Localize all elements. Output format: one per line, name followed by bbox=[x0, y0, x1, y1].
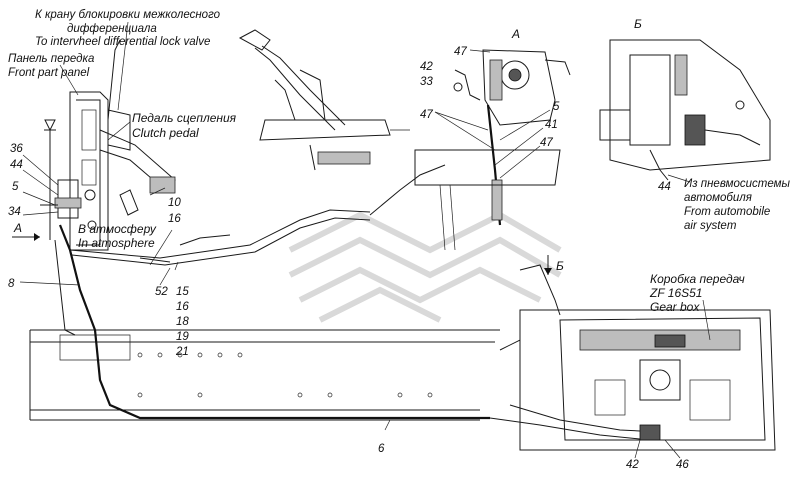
label-arrow-b: Б bbox=[556, 259, 564, 273]
callout-41: 41 bbox=[545, 119, 558, 131]
callout-5: 5 bbox=[12, 181, 19, 193]
label-air-system-ru-2: автомобиля bbox=[684, 192, 752, 204]
callout-44: 44 bbox=[10, 159, 23, 171]
callout-16b: 16 bbox=[176, 301, 189, 313]
label-clutch-ru: Педаль сцепления bbox=[132, 111, 237, 125]
label-atmosphere-en: In atmosphere bbox=[78, 236, 155, 250]
front-panel-assembly bbox=[40, 91, 176, 251]
watermark-logo bbox=[288, 211, 562, 323]
callout-42a: 42 bbox=[420, 61, 433, 73]
callout-6: 6 bbox=[378, 443, 385, 455]
label-diff-lock-en: To intervheel differential lock valve bbox=[35, 36, 210, 48]
label-gearbox-ru: Коробка передач bbox=[650, 272, 745, 286]
view-a-assembly bbox=[414, 49, 571, 251]
label-air-system-ru-1: Из пневмосистемы bbox=[684, 178, 790, 190]
callout-42b: 42 bbox=[626, 459, 639, 471]
label-gearbox-model: ZF 16S51 bbox=[649, 286, 702, 300]
label-diff-lock-ru-2: дифференциала bbox=[67, 23, 157, 35]
callout-19: 19 bbox=[176, 331, 189, 343]
callout-10: 10 bbox=[168, 197, 181, 209]
label-atmosphere-ru: В атмосферу bbox=[78, 222, 157, 236]
callout-21: 21 bbox=[175, 346, 189, 358]
label-front-panel-ru: Панель передка bbox=[8, 53, 94, 65]
air-pipes bbox=[54, 39, 661, 441]
callout-18: 18 bbox=[176, 316, 189, 328]
callout-46: 46 bbox=[676, 459, 689, 471]
callout-47a: 47 bbox=[454, 46, 467, 58]
callout-15: 15 bbox=[176, 286, 189, 298]
callout-8: 8 bbox=[8, 278, 15, 290]
callout-16a: 16 bbox=[168, 213, 181, 225]
callout-47c: 47 bbox=[540, 137, 553, 149]
label-clutch-en: Clutch pedal bbox=[132, 126, 199, 140]
label-air-system-en-2: air system bbox=[684, 220, 737, 232]
label-view-a: А bbox=[511, 27, 520, 41]
view-b-panel bbox=[599, 39, 771, 181]
view-arrows bbox=[12, 233, 552, 275]
label-front-panel-en: Front part panel bbox=[8, 67, 90, 79]
callout-34: 34 bbox=[8, 206, 21, 218]
label-air-system-en-1: From automobile bbox=[684, 206, 770, 218]
callout-52: 52 bbox=[155, 286, 168, 298]
label-diff-lock-ru-1: К крану блокировки межколесного bbox=[35, 9, 221, 21]
label-view-b: Б bbox=[634, 17, 642, 31]
callout-5b: 5 bbox=[553, 101, 560, 113]
callout-36: 36 bbox=[10, 143, 23, 155]
label-arrow-a: А bbox=[13, 221, 22, 235]
callout-33: 33 bbox=[420, 76, 433, 88]
label-gearbox-en: Gear box bbox=[650, 300, 700, 314]
gearbox-assembly bbox=[499, 264, 776, 451]
steering-column bbox=[238, 29, 410, 171]
callout-47b: 47 bbox=[420, 109, 433, 121]
leader-lines bbox=[19, 21, 711, 459]
frame-rail bbox=[29, 329, 500, 421]
callout-44b: 44 bbox=[658, 181, 671, 193]
